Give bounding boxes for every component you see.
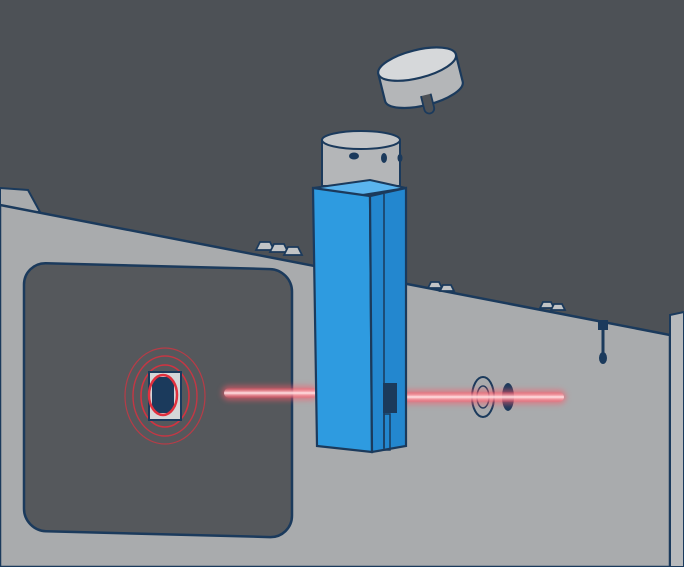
cap-icon [376, 46, 464, 115]
screw-icon [598, 320, 608, 364]
cuvette-icon [311, 178, 408, 454]
panel-knobs [254, 241, 567, 311]
detector-icon [124, 347, 206, 445]
laser-beam-right [382, 390, 566, 404]
laser-beam-left [222, 386, 318, 400]
panel-right-face [669, 310, 684, 567]
cuvette-stem [321, 130, 403, 187]
